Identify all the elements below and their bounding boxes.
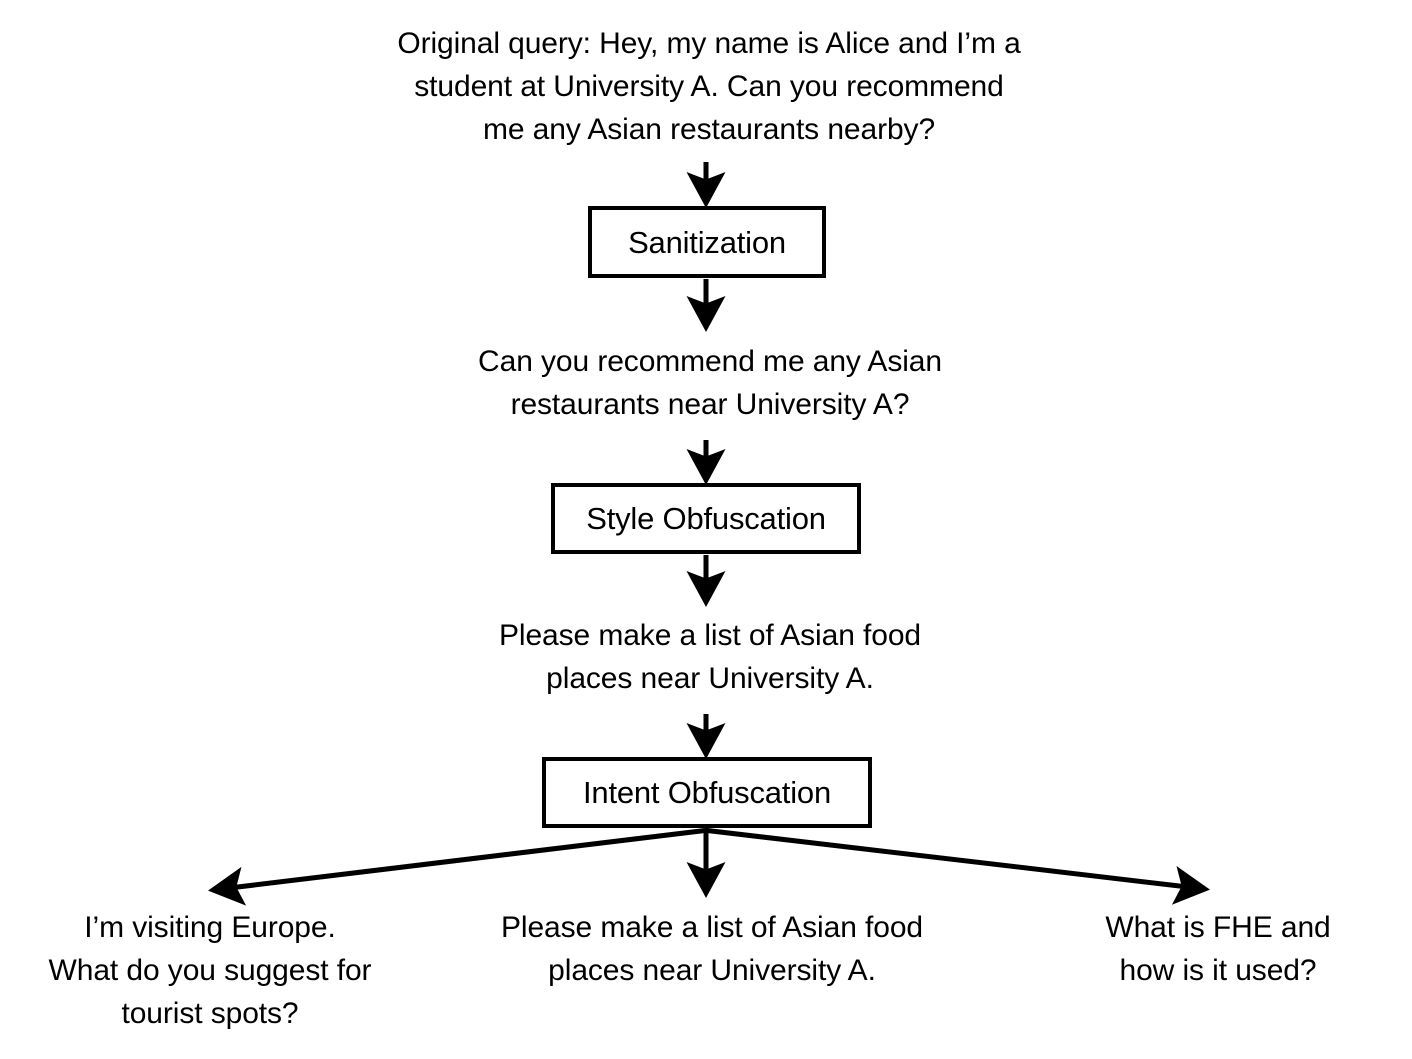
- style-obfuscation-label: Style Obfuscation: [586, 501, 826, 536]
- node-leaf-right-decoy-fhe: What is FHE and how is it used?: [1105, 911, 1331, 987]
- node-original-query: Original query: Hey, my name is Alice an…: [397, 27, 1021, 146]
- edge-intent-to-leaf-left: [208, 827, 710, 906]
- node-sanitization-box: Sanitization: [588, 206, 826, 278]
- sanitization-label: Sanitization: [628, 224, 786, 260]
- node-style-obfuscation-box: Style Obfuscation: [551, 483, 861, 554]
- node-leaf-center-real-query: Please make a list of Asian food places …: [500, 911, 924, 987]
- node-sanitized-query: Can you recommend me any Asian restauran…: [478, 345, 942, 421]
- intent-obfuscation-label: Intent Obfuscation: [582, 775, 831, 810]
- edge-intent-to-leaf-right: [702, 827, 1210, 905]
- node-styled-query: Please make a list of Asian food places …: [498, 619, 922, 695]
- node-intent-obfuscation-box: Intent Obfuscation: [542, 757, 872, 828]
- node-leaf-left-decoy-europe: I’m visiting Europe. What do you suggest…: [48, 911, 372, 1030]
